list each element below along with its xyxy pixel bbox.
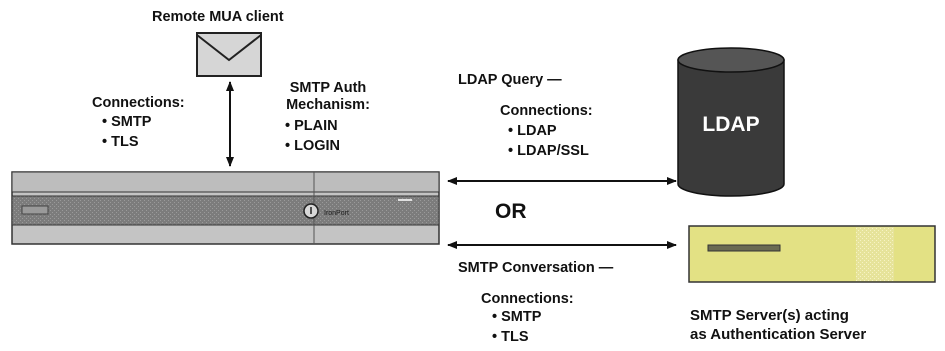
smtp-server-label-line2: as Authentication Server: [690, 326, 867, 343]
client-connections-label: Connections:: [92, 95, 185, 111]
auth-mechanisms-list: PLAIN LOGIN: [285, 116, 340, 156]
or-separator: OR: [495, 200, 527, 223]
list-item: SMTP: [492, 307, 541, 327]
list-item: TLS: [492, 327, 541, 347]
appliance-brand: IronPort: [324, 210, 349, 217]
ldap-query-label: LDAP Query —: [458, 72, 562, 88]
smtp-connections-label: Connections:: [481, 291, 574, 307]
list-item: SMTP: [102, 112, 151, 132]
appliance-slot: [21, 205, 49, 215]
appliance: [11, 171, 440, 245]
client-title: Remote MUA client: [152, 9, 284, 25]
ldap-connections-list: LDAP LDAP/SSL: [508, 121, 589, 161]
ldap-connections-label: Connections:: [500, 103, 593, 119]
envelope-icon: [196, 32, 262, 77]
list-item: PLAIN: [285, 116, 340, 136]
smtp-server-icon: [688, 225, 936, 283]
smtp-server-label-line1: SMTP Server(s) acting: [690, 307, 849, 324]
list-item: LDAP/SSL: [508, 141, 589, 161]
client-connections-list: SMTP TLS: [102, 112, 151, 152]
smtp-connections-list: SMTP TLS: [492, 307, 541, 347]
ldap-database-icon: [677, 47, 785, 197]
auth-title-line2: Mechanism:: [286, 97, 370, 113]
list-item: LDAP: [508, 121, 589, 141]
auth-title-line1: SMTP Auth: [289, 80, 367, 96]
list-item: TLS: [102, 132, 151, 152]
list-item: LOGIN: [285, 136, 340, 156]
smtp-conversation-label: SMTP Conversation —: [458, 260, 614, 276]
ldap-db-label: LDAP: [702, 113, 760, 136]
